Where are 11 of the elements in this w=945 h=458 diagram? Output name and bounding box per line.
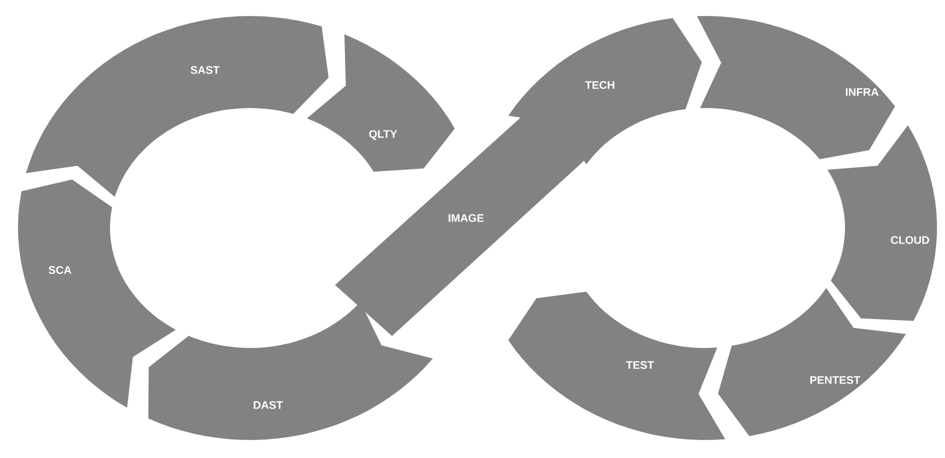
node-label: CLOUD xyxy=(890,236,930,244)
arrow-segment: QLTY xyxy=(306,34,455,172)
arrow-segment: SAST xyxy=(26,16,329,197)
arrow-segment: SCA xyxy=(18,180,176,408)
node-label: IMAGE xyxy=(448,214,484,222)
arrow-segment: INFRA xyxy=(696,16,895,160)
arrow-segment: TECH xyxy=(508,18,702,164)
arrow-segment: CLOUD xyxy=(827,125,937,321)
arrow-segment: TEST xyxy=(508,292,726,440)
arrow-segment: PENTEST xyxy=(718,288,906,436)
arrow-segment: DAST xyxy=(148,302,433,440)
